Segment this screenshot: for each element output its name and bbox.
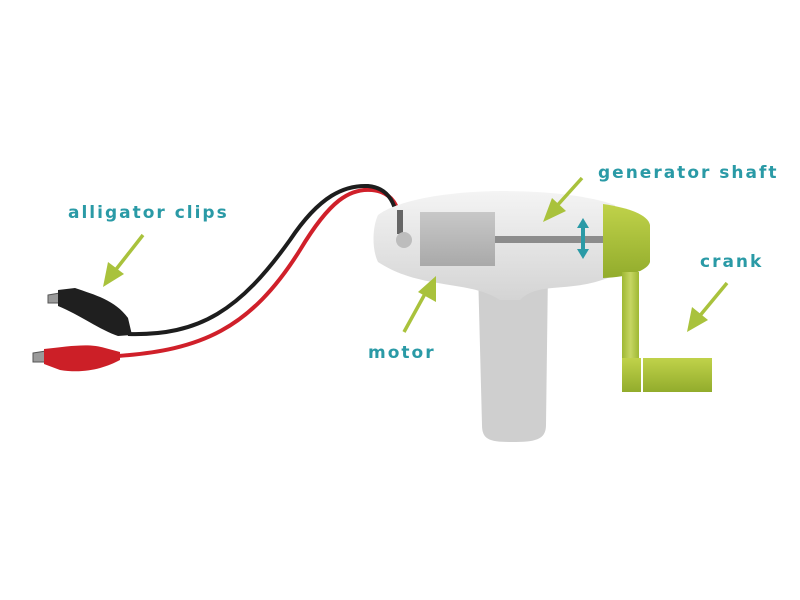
motor-arrow-icon [402, 276, 436, 333]
black-wire [127, 183, 401, 337]
alligator-clips-arrow-icon [103, 233, 145, 287]
label-crank: crank [700, 252, 763, 272]
crank-handle [643, 358, 712, 392]
motor-box [420, 212, 495, 266]
black-alligator-clip [47, 288, 132, 336]
label-alligator-clips: alligator clips [68, 203, 229, 223]
wire-connector [396, 232, 412, 248]
wire-sleeve [397, 210, 403, 234]
wires [117, 183, 404, 358]
generator-handle [478, 270, 548, 442]
generator-shaft-arrow-icon [543, 176, 584, 222]
crank-arrow-icon [687, 281, 729, 332]
crank-arm [622, 272, 639, 364]
crank-cap [603, 204, 650, 278]
red-alligator-clip [32, 345, 120, 372]
generator-shaft [495, 236, 605, 243]
rotation-double-arrow-icon [577, 218, 589, 259]
pointer-arrows [103, 176, 729, 333]
label-generator-shaft: generator shaft [598, 163, 779, 183]
label-motor: motor [368, 343, 436, 363]
crank-joint [622, 358, 641, 392]
